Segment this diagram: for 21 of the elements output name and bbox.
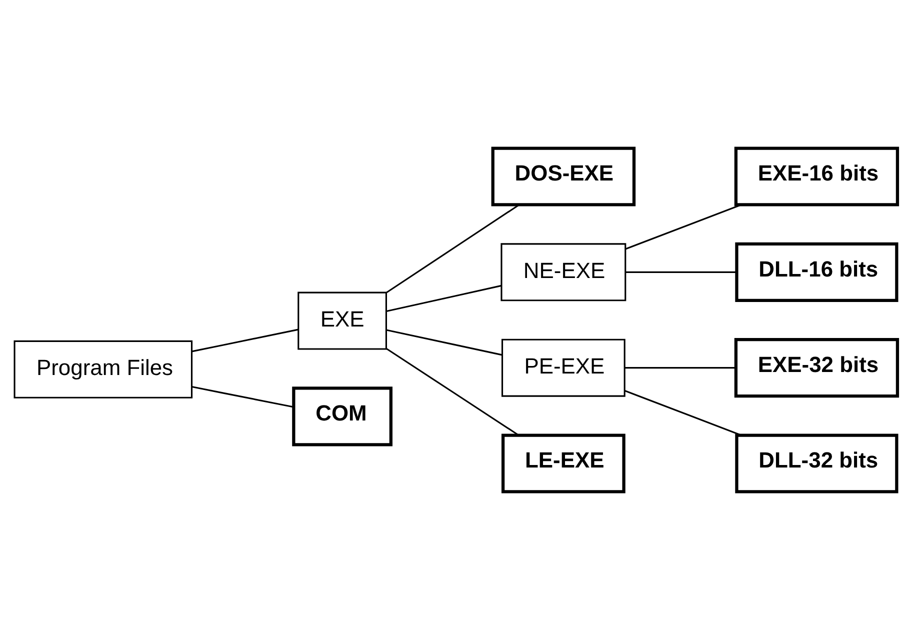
- connector: [192, 328, 298, 352]
- node-box: EXE-32 bits: [734, 338, 900, 398]
- node-box: DOS-EXE: [491, 146, 636, 206]
- node-box: Program Files: [14, 340, 193, 398]
- connector: [624, 390, 742, 436]
- node-box: PE-EXE: [501, 338, 626, 396]
- connector: [625, 204, 742, 250]
- node-box: DLL-32 bits: [735, 433, 898, 493]
- connector: [626, 270, 737, 272]
- node-box: EXE: [298, 291, 387, 350]
- node-box: EXE-16 bits: [734, 146, 900, 206]
- connector: [192, 386, 294, 408]
- connector: [386, 284, 502, 312]
- connector: [386, 347, 520, 436]
- node-box: DLL-16 bits: [735, 242, 898, 302]
- node-box: LE-EXE: [501, 433, 626, 493]
- connector: [386, 204, 520, 293]
- connector: [624, 366, 736, 368]
- node-box: NE-EXE: [500, 242, 626, 301]
- node-box: COM: [292, 386, 392, 446]
- connector: [386, 328, 502, 356]
